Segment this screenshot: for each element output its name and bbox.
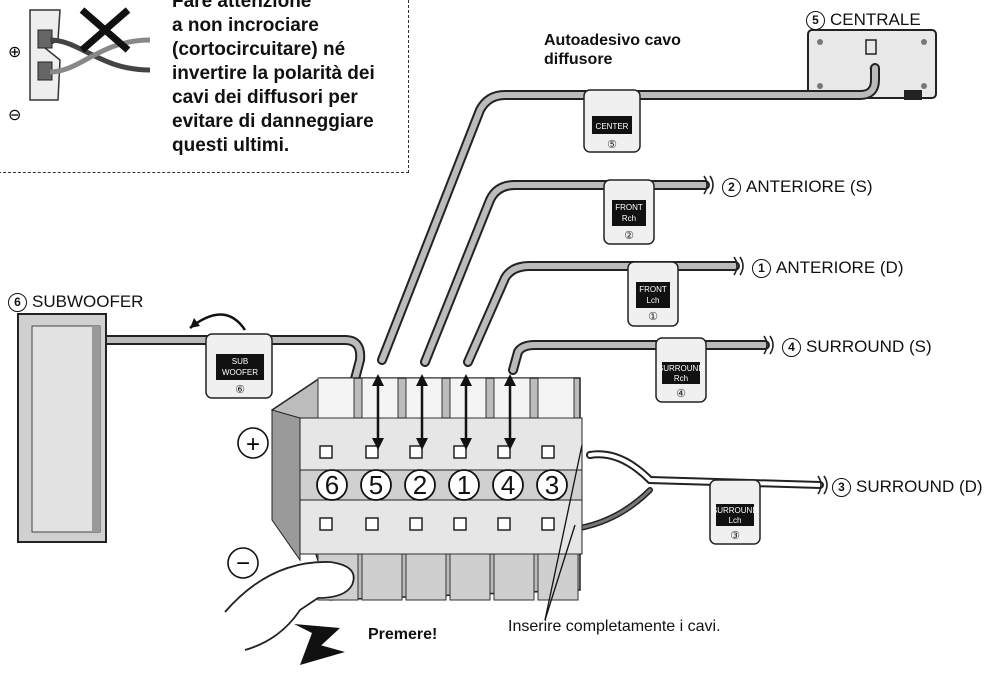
warning-line-3: (cortocircuitare) né — [172, 39, 346, 60]
warning-line-6: evitare di danneggiare — [172, 111, 374, 132]
insert-arrows — [376, 382, 512, 442]
plus-icon — [237, 427, 269, 459]
cross-icon — [79, 7, 131, 53]
cable-tag-front-l: FRONT Lch ① — [627, 261, 679, 327]
warning-line-5: cavi dei diffusori per — [172, 87, 358, 108]
cable-tag-sub: SUB WOOFER ⑥ — [205, 333, 273, 399]
subwoofer-text: SUBWOOFER — [32, 292, 144, 311]
tag-center-label: CENTER — [596, 122, 629, 131]
sticker-label: Autoadesivo cavo diffusore — [544, 32, 681, 68]
tag-surround-r-sub: Rch — [674, 374, 688, 383]
insert-label: Inserire completamente i cavi. — [508, 618, 721, 635]
tag-surround-r-num: ④ — [676, 388, 686, 400]
tag-sub-sub: WOOFER — [222, 368, 258, 377]
terminal-num-1: 1 — [457, 470, 471, 500]
tag-front-r-num: ② — [624, 230, 634, 242]
label-front-r: 1 ANTERIORE (D) — [752, 258, 904, 278]
terminal-num-4: 4 — [501, 470, 515, 500]
tag-front-l-num: ① — [648, 311, 658, 323]
tag-surround-l-sub: Lch — [729, 516, 742, 525]
terminal-num-5: 5 — [369, 470, 383, 500]
fold-arrow-icon — [189, 313, 247, 331]
terminal-num-3: 3 — [545, 470, 559, 500]
front-l-text: ANTERIORE (S) — [746, 177, 873, 196]
tag-surround-l-label: SURROUND — [712, 506, 758, 515]
tag-surround-l-num: ③ — [730, 530, 740, 542]
warning-line-2: a non incrociare — [172, 15, 319, 36]
cable-tag-surround-l: SURROUND Lch ③ — [709, 479, 761, 545]
centrale-text: CENTRALE — [830, 10, 921, 29]
cable-tag-surround-r: SURROUND Rch ④ — [655, 337, 707, 403]
warning-line-7: questi ultimi. — [172, 135, 290, 156]
hand-icon — [224, 561, 355, 651]
cable-break-marks — [703, 175, 828, 495]
surround-r-num: 3 — [832, 478, 851, 497]
tag-center-num: ⑤ — [607, 139, 617, 151]
label-centrale: 5 CENTRALE — [806, 10, 921, 30]
minus-sign: − — [236, 550, 250, 577]
front-r-text: ANTERIORE (D) — [776, 258, 904, 277]
terminal-num-6: 6 — [325, 470, 339, 500]
centrale-num: 5 — [806, 11, 825, 30]
terminal-numbers: 6 5 2 1 4 3 — [316, 469, 568, 501]
wrong-wiring-illustration: ⊕ ⊖ — [8, 7, 151, 124]
terminal-num-2: 2 — [413, 470, 427, 500]
tag-front-l-label: FRONT — [639, 285, 667, 294]
small-plus-icon: ⊕ — [8, 44, 21, 61]
warning-line-1: Fare attenzione — [172, 0, 312, 12]
tag-sub-label: SUB — [232, 357, 248, 366]
surround-l-num: 4 — [782, 338, 801, 357]
warning-box — [0, 0, 409, 173]
plus-sign: + — [246, 431, 260, 458]
label-surround-l: 4 SURROUND (S) — [782, 337, 932, 357]
tag-front-l-sub: Lch — [647, 296, 660, 305]
insert-leader-lines — [544, 444, 583, 621]
label-surround-r: 3 SURROUND (D) — [832, 477, 983, 497]
subwoofer-num: 6 — [8, 293, 27, 312]
surround-r-text: SURROUND (D) — [856, 477, 983, 496]
tag-front-r-sub: Rch — [622, 214, 636, 223]
cable-tag-center: CENTER ⑤ — [583, 89, 641, 153]
tag-surround-r-label: SURROUND — [658, 364, 704, 373]
press-arrow-icon — [294, 624, 340, 665]
front-l-num: 2 — [722, 178, 741, 197]
tag-sub-num: ⑥ — [235, 384, 245, 396]
minus-icon — [227, 547, 259, 579]
tag-front-r-label: FRONT — [615, 203, 643, 212]
warning-line-4: invertire la polarità dei — [172, 63, 375, 84]
cable-tag-front-r: FRONT Rch ② — [603, 179, 655, 245]
surround-l-text: SURROUND (S) — [806, 337, 932, 356]
warning-text: Fare attenzione a non incrociare (cortoc… — [172, 0, 407, 158]
speaker-terminal-block: 6 5 2 1 4 3 — [271, 374, 583, 601]
label-subwoofer: 6 SUBWOOFER — [8, 292, 143, 312]
press-label: Premere! — [368, 626, 438, 643]
small-minus-icon: ⊖ — [8, 107, 21, 124]
front-r-num: 1 — [752, 259, 771, 278]
subwoofer-box — [17, 313, 107, 543]
label-front-l: 2 ANTERIORE (S) — [722, 177, 873, 197]
